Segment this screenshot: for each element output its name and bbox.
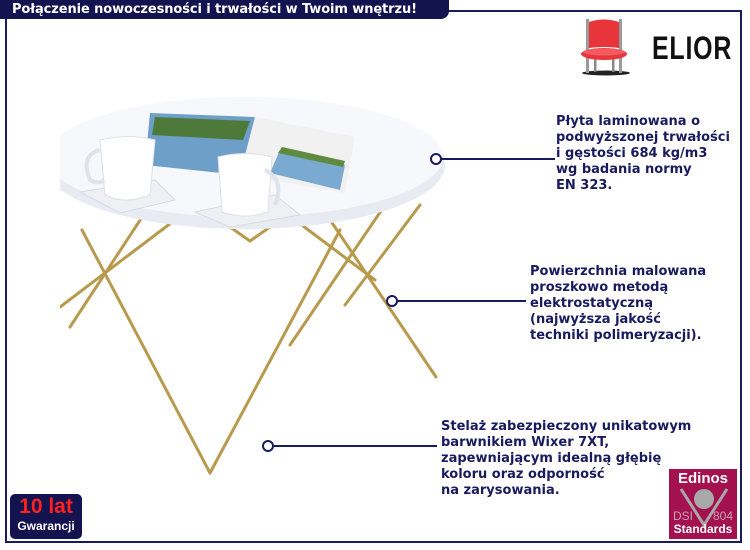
warranty-label: Gwarancji [17,519,75,533]
callout-table-top: Płyta laminowana o podwyższonej trwałośc… [556,114,730,193]
cup-left [78,136,176,214]
callout-surface: Powierzchnia malowana proszkowo metodą e… [530,264,707,343]
product-image [60,97,445,475]
edinos-number: 804 [713,509,734,523]
brand-logo [578,16,738,76]
edinos-title: Edinos [677,470,728,487]
callout-frame: Stelaż zabezpieczony unikatowym barwniki… [441,419,692,498]
cup-right [193,153,302,228]
edinos-dsi: DSI [673,509,694,523]
table-legs [60,203,438,475]
edinos-badge: Edinos DSI 804 Standards [669,469,737,539]
callout-marker-2 [386,295,398,307]
checkmark-icon [679,488,729,528]
page-title: Połączenie nowoczesności i trwałości w T… [0,0,449,19]
callout-line-1 [440,158,555,160]
frame-right-border [740,10,742,543]
edinos-label: Standards [673,522,733,536]
frame-left-border [5,18,7,543]
warranty-years: 10 lat [19,495,73,518]
callout-marker-3 [262,440,274,452]
callout-line-3 [272,445,437,447]
frame-bottom-border [5,541,742,543]
warranty-badge: 10 lat Gwarancji [10,494,82,539]
chair-icon [581,19,630,76]
frame-top-border [440,10,742,12]
callout-line-2 [396,300,526,302]
callout-marker-1 [430,153,442,165]
brand-name: ELIOR [652,30,733,66]
